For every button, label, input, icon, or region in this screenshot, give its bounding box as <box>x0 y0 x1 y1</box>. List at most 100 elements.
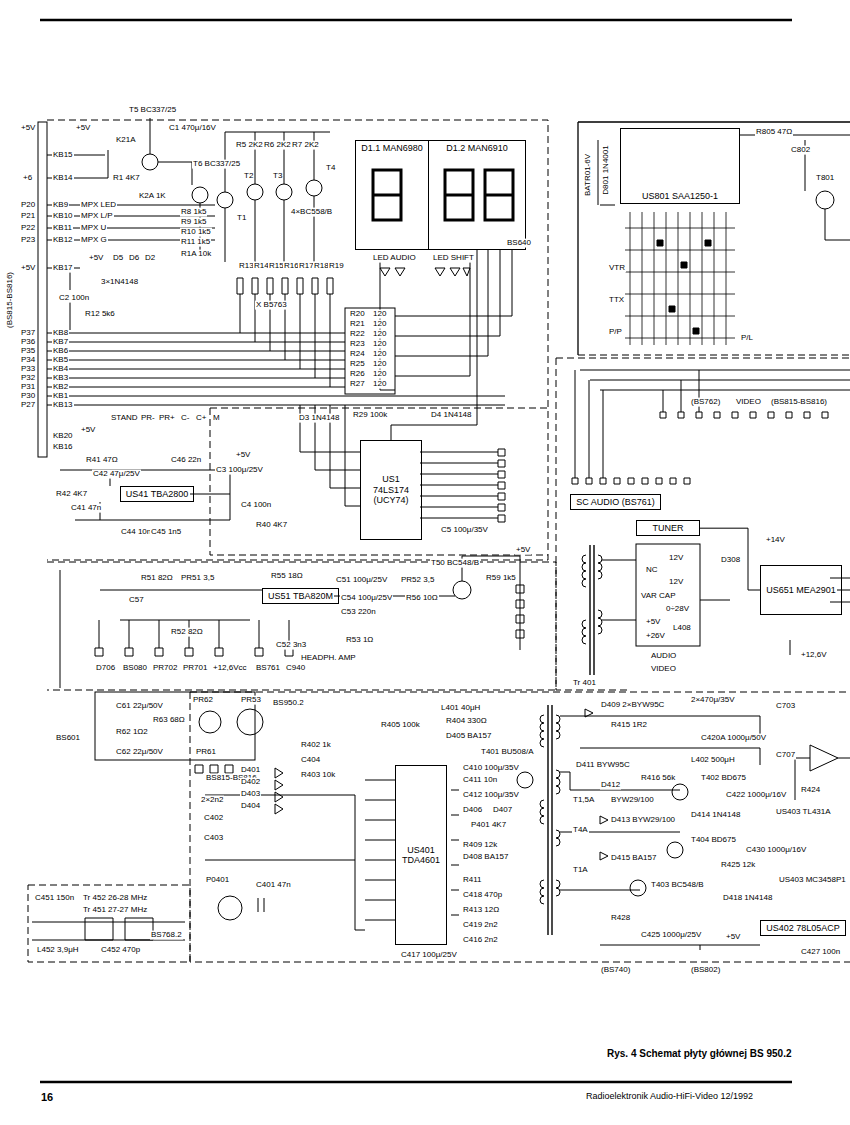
tuner-housing <box>636 544 700 646</box>
wire <box>240 294 330 387</box>
component-label: KB6 <box>52 347 69 356</box>
transistor-symbol <box>142 154 158 170</box>
component-label: C2 100n <box>58 294 90 303</box>
component-label: KB8 <box>52 329 69 338</box>
component-label: VTR <box>608 264 626 273</box>
component-label: C452 470p <box>100 946 141 955</box>
component-label: C41 47n <box>70 504 102 513</box>
board-outline <box>578 355 850 356</box>
board-outline <box>28 120 850 962</box>
component-label: C419 2n2 <box>462 921 499 930</box>
component-label: C403 <box>203 834 224 843</box>
component-label: C42 47μ/25V <box>92 470 141 479</box>
component-label: T4 <box>325 164 336 173</box>
component-label: C425 1000μ/25V <box>640 931 702 940</box>
connector-box: SC AUDIO (BS761) <box>570 494 661 510</box>
component-label: C940 <box>285 664 306 673</box>
component-label: +5V <box>20 124 36 133</box>
component-label: C422 1000μ/16V <box>725 791 787 800</box>
component-label: C57 <box>128 596 145 605</box>
transformer-winding <box>582 555 602 644</box>
component-label: 120 <box>372 360 387 369</box>
component-label: R51 82Ω <box>140 574 174 583</box>
component-label: P401 4K7 <box>470 821 507 830</box>
component-label: M <box>212 414 221 423</box>
transformer-core <box>590 545 594 675</box>
component-label: 120 <box>372 330 387 339</box>
component-label: PR61 <box>195 748 217 757</box>
component-label: D406 <box>462 806 483 815</box>
component-label: +5V <box>235 451 251 460</box>
component-label: C46 22n <box>170 456 202 465</box>
connector-pin <box>660 412 828 418</box>
component-label: KB17 <box>52 264 74 273</box>
component-label: KB7 <box>52 338 69 347</box>
component-name: TUNER <box>652 523 685 533</box>
component-label: KB10 <box>52 212 74 221</box>
component-label: 4×BC558/B <box>290 208 333 217</box>
component-label: C416 2n2 <box>462 936 499 945</box>
transistor-symbol <box>192 187 208 203</box>
component-label: D405 BA157 <box>445 732 492 741</box>
seven-segment-digit <box>373 170 513 220</box>
component-label: C703 <box>775 702 796 711</box>
component-label: C44 10n <box>120 528 152 537</box>
component-label: T3 <box>272 172 283 181</box>
component-label: 16 <box>40 1091 54 1103</box>
component-label: P/P <box>608 328 623 337</box>
component-label: L402 500μH <box>690 756 736 765</box>
component-label: R409 12k <box>462 841 498 850</box>
component-label: HEADPH. AMP <box>300 654 357 663</box>
component-label: 120 <box>372 320 387 329</box>
component-label: 120 <box>372 350 387 359</box>
component-label: C418 470p <box>462 891 503 900</box>
component-label: C- <box>180 414 190 423</box>
tuner-box: TUNER <box>636 520 700 536</box>
page-rule <box>40 20 792 1082</box>
component-label: Tr 452 26-28 MHz <box>82 894 148 903</box>
component-label: (BS762) <box>690 398 721 407</box>
component-label: R6 2K2 <box>263 141 292 150</box>
component-label: D415 BA157 <box>610 854 657 863</box>
component-label: P23 <box>20 236 36 245</box>
signal-connector <box>700 528 760 590</box>
component-label: R402 1k <box>300 741 332 750</box>
wire <box>47 118 330 330</box>
wire <box>451 790 459 915</box>
component-label: AUDIO <box>650 652 677 661</box>
regulator-box: US402 78L05ACP <box>760 920 846 936</box>
component-label: D801 1N4001 <box>602 144 611 195</box>
component-label: R404 330Ω <box>445 717 488 726</box>
component-label: T801 <box>815 174 835 183</box>
component-label: D706 <box>95 664 116 673</box>
component-label: D418 1N4148 <box>722 894 773 903</box>
component-label: TTX <box>608 296 625 305</box>
component-label: +5V <box>20 264 36 273</box>
opamp-symbol <box>810 745 838 771</box>
transistor-symbol <box>276 184 292 200</box>
component-name: US801 SAA1250-1 <box>641 191 719 201</box>
component-label: BATR01-6V <box>584 153 593 197</box>
transistor-symbol <box>517 772 533 788</box>
component-label: T401 BU508/A <box>480 748 534 757</box>
component-name: US651 MEA2901 <box>765 585 837 595</box>
component-label: KB11 <box>52 224 73 233</box>
component-label: D404 <box>240 802 261 811</box>
component-label: KB13 <box>52 401 74 410</box>
component-name: US51 TBA820M <box>267 591 334 601</box>
board-outline <box>190 692 850 962</box>
component-label: PR701 <box>182 664 208 673</box>
component-label: STAND <box>110 414 139 423</box>
component-label: P30 <box>20 392 36 401</box>
component-label: (BS740) <box>600 966 631 975</box>
component-label: R52 82Ω <box>170 628 204 637</box>
component-label: T403 BC548/B <box>650 881 704 890</box>
led-symbol <box>380 268 470 276</box>
jack-symbol <box>237 709 263 735</box>
component-label: D2 <box>144 254 156 263</box>
component-label: R424 <box>800 786 821 795</box>
component-label: L452 3,9μH <box>36 946 80 955</box>
component-label: C62 22μ/50V <box>115 748 164 757</box>
component-label: +12,6Vcc <box>212 664 248 673</box>
component-label: BS950.2 <box>272 699 305 708</box>
